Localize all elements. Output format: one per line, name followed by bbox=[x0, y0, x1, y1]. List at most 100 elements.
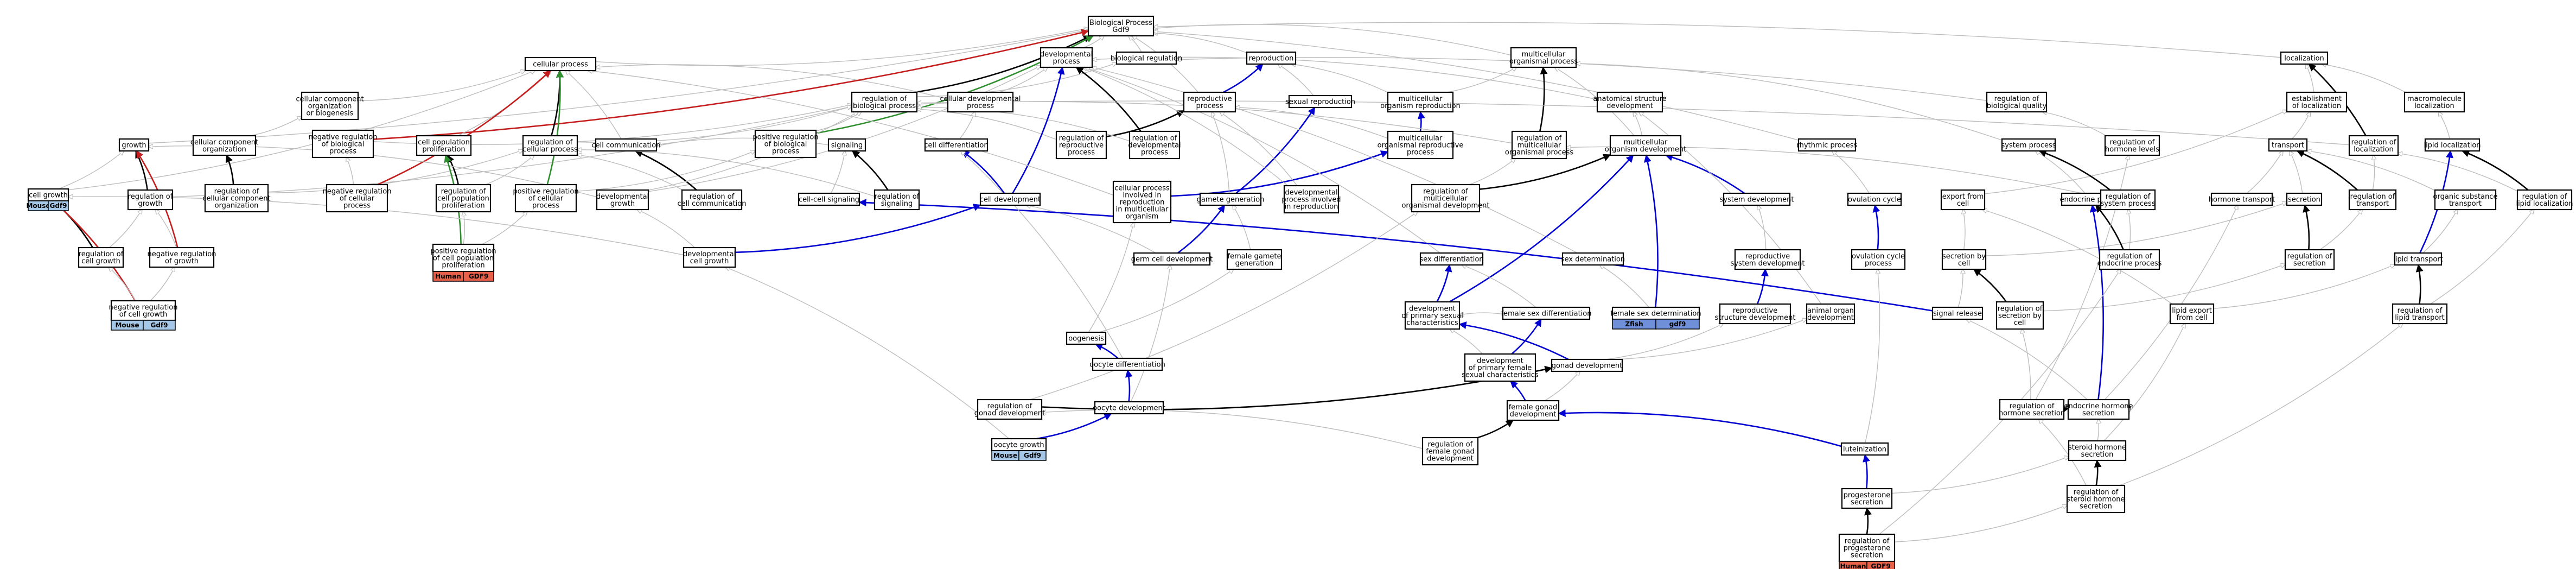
go-term-node[interactable]: cell growth bbox=[27, 188, 69, 202]
go-term-node[interactable]: sex differentiation bbox=[1419, 252, 1484, 266]
go-term-node[interactable]: rhythmic process bbox=[1797, 138, 1858, 152]
go-term-node[interactable]: sexual reproduction bbox=[1285, 94, 1355, 109]
go-term-node[interactable]: system process bbox=[2001, 138, 2056, 152]
go-term-node[interactable]: gonad development bbox=[1551, 358, 1623, 372]
go-term-node[interactable]: female sex determination bbox=[1610, 306, 1701, 320]
go-term-node[interactable]: germ cell development bbox=[1131, 252, 1213, 266]
go-term-node[interactable]: biological regulation bbox=[1111, 51, 1182, 65]
go-term-node[interactable]: oocyte differentiation bbox=[1089, 357, 1165, 371]
go-term-node[interactable]: cell differentiation bbox=[924, 138, 989, 152]
go-term-node[interactable]: cell-cell signaling bbox=[798, 192, 860, 206]
go-term-node[interactable]: gamete generation bbox=[1197, 192, 1265, 206]
go-term-node[interactable]: ovulation cycle bbox=[1847, 192, 1902, 206]
go-term-node[interactable]: localization bbox=[2280, 51, 2329, 65]
go-term-node[interactable]: cell communication bbox=[591, 138, 661, 152]
go-term-node[interactable]: lipid localization bbox=[2424, 138, 2481, 152]
go-term-node[interactable]: transport bbox=[2268, 138, 2308, 152]
go-term-node[interactable]: system development bbox=[1720, 192, 1794, 206]
go-term-node[interactable]: lipid transport bbox=[2393, 252, 2443, 266]
go-term-node[interactable]: luteinization bbox=[1840, 442, 1889, 456]
go-term-node[interactable]: signal release bbox=[1931, 306, 1984, 320]
go-term-node[interactable]: cell development bbox=[980, 192, 1041, 206]
go-term-node[interactable]: reproduction bbox=[1246, 51, 1297, 65]
go-term-node[interactable]: female sex differentiation bbox=[1501, 306, 1592, 320]
go-term-node[interactable]: growth bbox=[118, 138, 150, 152]
go-term-node[interactable]: sex determination bbox=[1561, 252, 1625, 266]
go-term-node[interactable]: hormone transport bbox=[2209, 192, 2275, 206]
go-term-node[interactable]: oocyte growth bbox=[991, 438, 1047, 452]
go-term-node[interactable]: oogenesis bbox=[1066, 331, 1107, 345]
go-term-node[interactable]: cellular process bbox=[524, 56, 597, 72]
go-term-node[interactable]: signaling bbox=[827, 138, 866, 152]
go-term-node[interactable]: secretion bbox=[2286, 192, 2323, 206]
go-term-node[interactable]: oocyte development bbox=[1093, 401, 1165, 415]
